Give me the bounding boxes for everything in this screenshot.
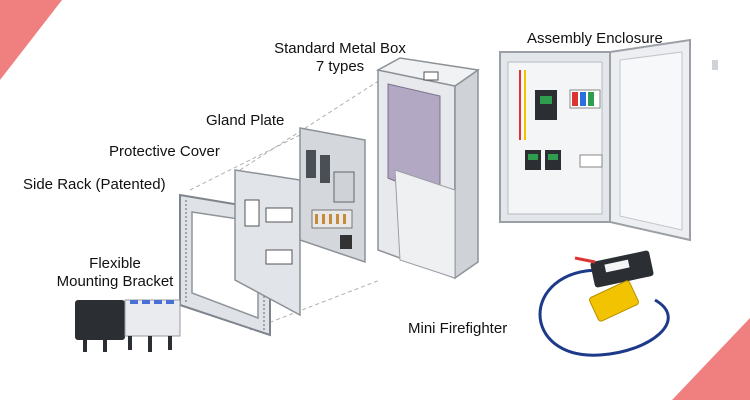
gland-plate-label: Gland Plate	[206, 112, 285, 129]
assembly-enclosure-label: Assembly Enclosure	[527, 30, 663, 47]
flexible-label-line2: Mounting Bracket	[56, 273, 174, 290]
standard-metal-box-types: 7 types	[315, 58, 365, 75]
flexible-label-line1: Flexible	[89, 255, 141, 272]
gland-plate	[299, 127, 366, 264]
standard-metal-box-label: Standard Metal Box 7 types	[265, 40, 415, 76]
protective-cover	[234, 169, 301, 317]
protective-cover-label: Protective Cover	[109, 143, 220, 160]
flexible-mounting-bracket-label: Flexible Mounting Bracket	[55, 255, 175, 291]
assembly-enclosure	[499, 38, 718, 242]
corner-accent-top-left	[0, 0, 62, 80]
corner-accent-bottom-right	[672, 318, 750, 400]
flexible-mounting-bracket	[75, 299, 181, 352]
standard-metal-box	[375, 57, 480, 280]
mini-firefighter-label: Mini Firefighter	[408, 320, 508, 337]
side-rack-label: Side Rack (Patented)	[23, 176, 166, 193]
standard-metal-box-title: Standard Metal Box	[274, 40, 406, 57]
mini-firefighter-device	[538, 250, 670, 357]
guide-lines	[189, 79, 381, 331]
